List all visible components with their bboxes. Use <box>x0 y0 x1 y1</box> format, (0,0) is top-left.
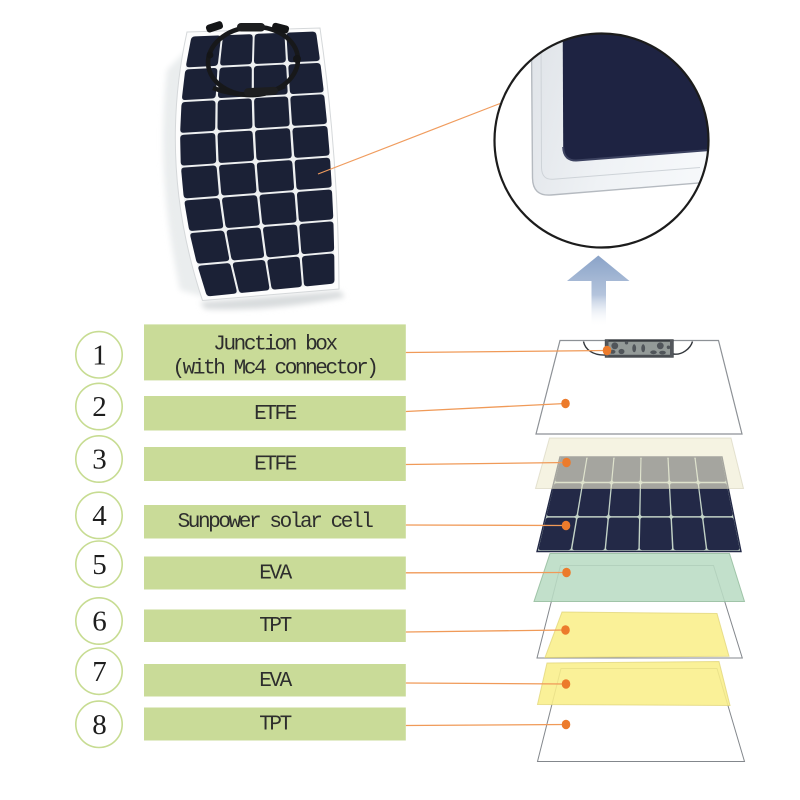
svg-text:ETFE: ETFE <box>254 454 297 477</box>
svg-text:EVA: EVA <box>259 670 292 693</box>
svg-text:TPT: TPT <box>259 714 291 737</box>
svg-text:1: 1 <box>92 339 107 371</box>
svg-text:(with Mc4 connector): (with Mc4 connector) <box>172 358 376 381</box>
svg-text:2: 2 <box>92 391 107 423</box>
svg-text:Junction box: Junction box <box>213 334 337 357</box>
svg-text:TPT: TPT <box>259 615 291 638</box>
svg-text:ETFE: ETFE <box>254 403 297 426</box>
svg-text:8: 8 <box>92 709 107 741</box>
svg-text:3: 3 <box>92 444 107 476</box>
svg-text:7: 7 <box>92 656 107 688</box>
svg-text:5: 5 <box>92 549 107 581</box>
svg-text:EVA: EVA <box>259 563 292 586</box>
svg-text:4: 4 <box>92 500 107 532</box>
svg-text:Sunpower solar cell: Sunpower solar cell <box>178 511 374 534</box>
svg-text:6: 6 <box>92 606 107 638</box>
